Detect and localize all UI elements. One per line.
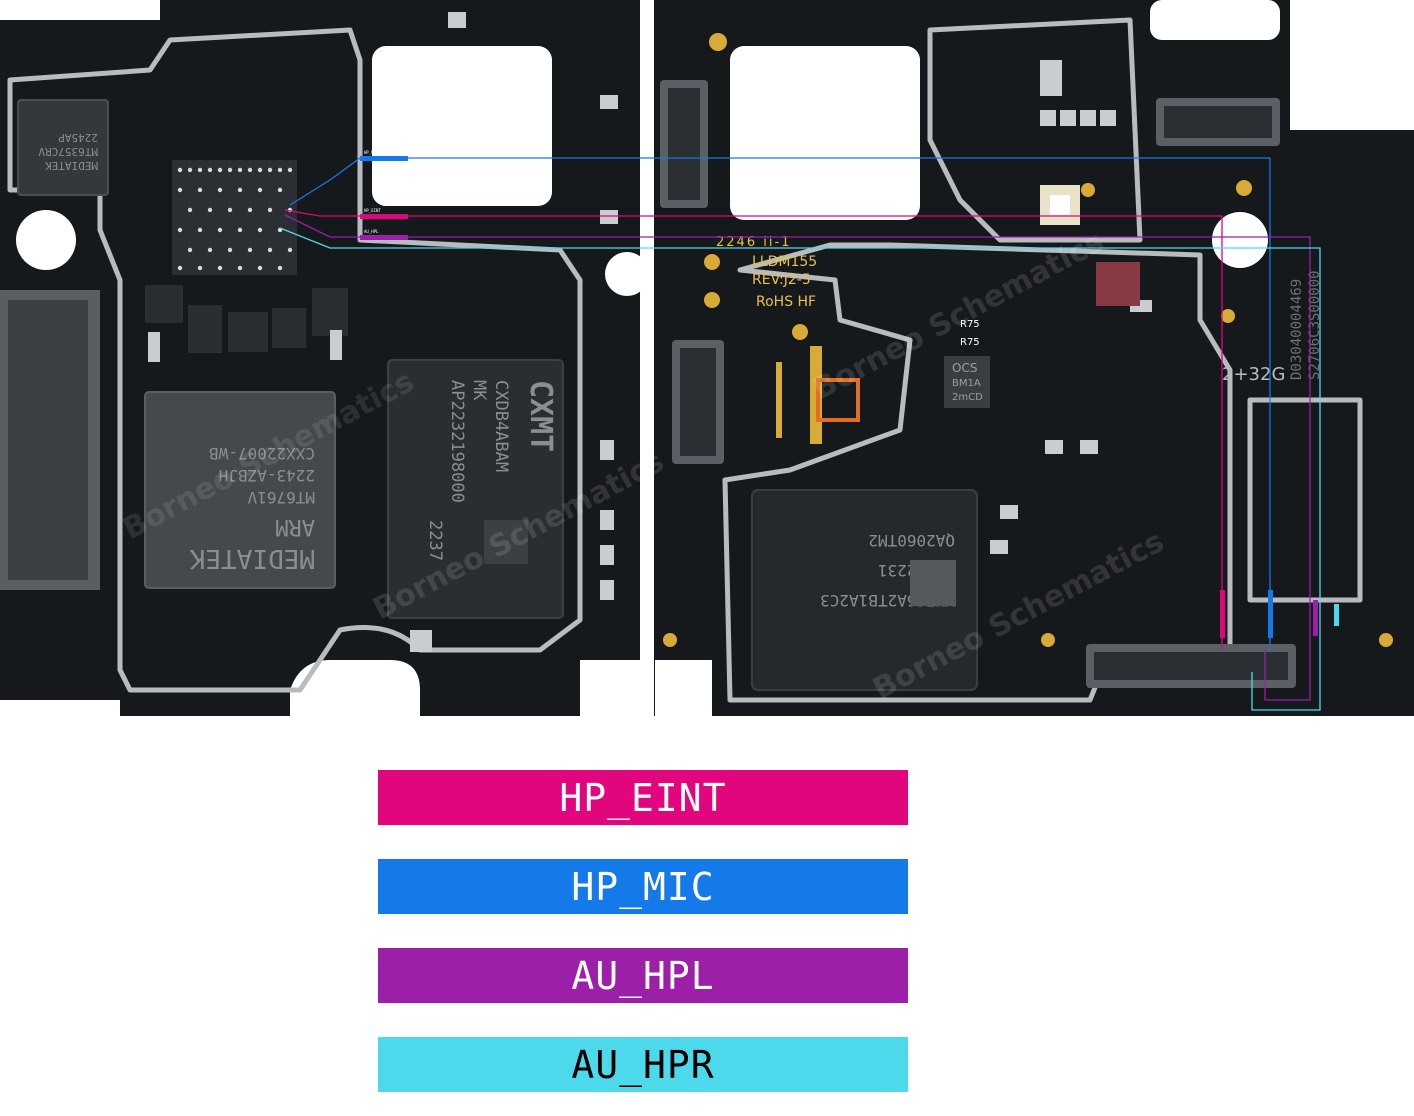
memory-label-line: CXDB4ABAM: [491, 380, 511, 472]
cpu-label-line: 2243-AZBJH: [219, 466, 315, 485]
trace-tag: HP_MIC: [364, 150, 379, 155]
memory-label-line: AP2232198000: [447, 380, 467, 503]
ocs-label-line: OCS: [952, 361, 977, 375]
legend-hp-eint: HP_EINT: [378, 770, 908, 825]
pmic-label-line: 2245AP: [58, 131, 98, 144]
silk-serial-2: S2706C3S00000: [1307, 270, 1323, 380]
board-connector: [1086, 644, 1296, 688]
memory-label-line: CXMT: [523, 380, 558, 452]
silk-date-code: 2246 ii-1: [716, 235, 791, 250]
memory-label-line: 2237: [425, 520, 445, 561]
bga-pad-area: [172, 160, 297, 275]
board-connector: [672, 340, 724, 464]
ocs-label-line: BM1A: [952, 378, 981, 389]
board-cutout: [372, 46, 552, 206]
trace-tag: HP_EINT: [364, 208, 381, 213]
trace-tag: AU_HPL: [364, 229, 379, 234]
pmic-chip: [17, 99, 109, 196]
legend-au-hpl: AU_HPL: [378, 948, 908, 1003]
cpu-label-line: MEDIATEK: [189, 543, 315, 573]
silk-model: LLDM155: [752, 254, 817, 270]
ocs-label-line: 2mCD: [952, 392, 983, 403]
emmc-label-line: QA2060TM2: [868, 531, 955, 550]
emmc-chip: [751, 489, 978, 691]
board-cutout: [730, 46, 920, 220]
silk-rohs: RoHS HF: [756, 294, 816, 310]
cpu-chip: [144, 391, 336, 589]
legend-hp-mic: HP_MIC: [378, 859, 908, 914]
silk-resistor-ref: R75: [960, 337, 980, 348]
cpu-label-line: CXX22007-WB: [209, 444, 315, 463]
trace-au-hpl: [284, 214, 1311, 701]
pmic-label-line: MEDIATEK: [45, 159, 98, 172]
memory-label-line: MK: [469, 380, 489, 401]
pcb-board-photo: MEDIATEK ARM MT6761V 2243-AZBJH CXX22007…: [0, 0, 1414, 716]
silk-resistor-ref: R75: [960, 319, 980, 330]
silk-revision: REV:J2-5: [752, 272, 811, 288]
legend-au-hpr: AU_HPR: [378, 1037, 908, 1092]
cpu-label-line: MT6761V: [247, 488, 315, 507]
trace-au-hpr: [279, 227, 1321, 711]
board-connector: [660, 80, 708, 208]
silk-capacity: 2+32G: [1222, 364, 1285, 385]
board-connector: [1156, 98, 1280, 146]
pmic-label-line: MT6357CRV: [38, 145, 98, 158]
qr-code: [1096, 262, 1140, 306]
cpu-label-line: ARM: [275, 514, 315, 539]
board-gap: [640, 0, 654, 716]
silk-serial: D03040004469: [1289, 279, 1305, 380]
